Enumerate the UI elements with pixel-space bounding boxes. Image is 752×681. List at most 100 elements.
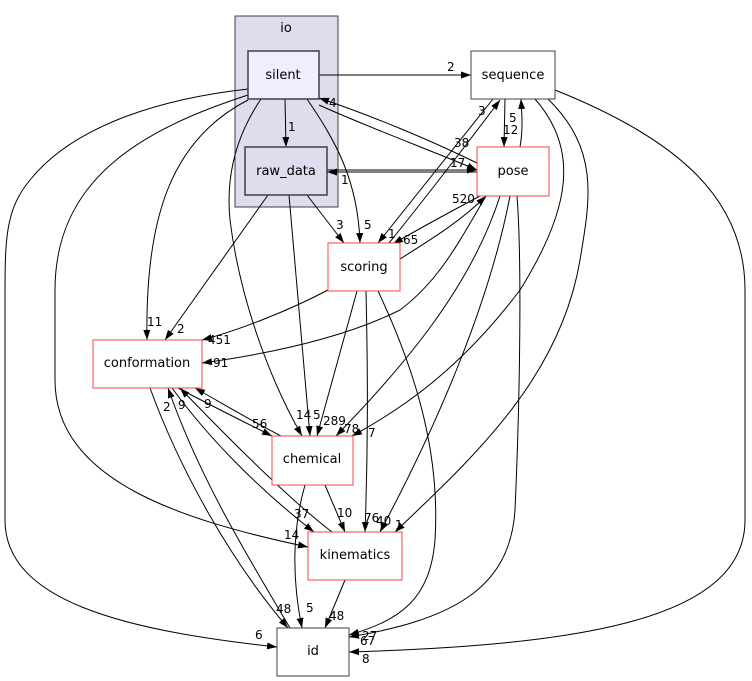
edge-chemical-conformation — [194, 387, 282, 437]
edges: 2 4 1 38 17 1 3 12 5 520 65 1 3 — [4, 60, 746, 666]
edge-label-silent-raw_data: 1 — [288, 120, 296, 134]
edge-label-silent-conformation: 11 — [147, 315, 162, 329]
edge-kinematics-conformation — [179, 387, 333, 533]
node-sequence-label: sequence — [482, 68, 545, 83]
edge-label-silent-id: 6 — [255, 628, 263, 642]
edge-label-sequence-chemical: 7 — [368, 426, 376, 440]
edge-label-raw_data-scoring: 3 — [336, 218, 344, 232]
edge-scoring-conformation — [201, 289, 329, 341]
edge-silent-conformation — [143, 99, 249, 341]
edge-pose-silent — [318, 97, 478, 164]
edge-pose-kinematics — [379, 195, 511, 533]
node-pose-label: pose — [498, 164, 529, 179]
node-chemical-label: chemical — [283, 452, 341, 467]
edge-raw_data-conformation — [164, 194, 269, 341]
edge-label-scoring-kinematics: 76 — [364, 511, 379, 525]
edge-label-pose-chemical: 78 — [344, 422, 359, 436]
node-kinematics-label: kinematics — [320, 548, 391, 563]
node-scoring[interactable]: scoring — [327, 242, 401, 292]
edge-pose-sequence — [518, 98, 526, 148]
node-raw_data-label: raw_data — [256, 164, 316, 179]
edge-label-raw_data-pose: 17 — [450, 156, 465, 170]
edge-silent-scoring — [306, 98, 364, 244]
edge-raw_data-scoring — [306, 194, 345, 244]
edge-label-id-conformation: 2 — [163, 400, 171, 414]
edge-label-chemical-kinematics: 10 — [337, 506, 352, 520]
edge-silent-raw_data — [282, 98, 290, 148]
edge-silent-id — [4, 88, 278, 650]
edge-sequence-pose — [500, 98, 508, 148]
edge-scoring-sequence — [388, 99, 501, 244]
node-conformation-box — [92, 339, 203, 389]
edge-pose-scoring — [392, 195, 481, 245]
edge-pose-id — [348, 195, 521, 639]
edge-pose-chemical — [335, 195, 501, 437]
edge-label-silent-kinematics: 14 — [284, 528, 299, 542]
edge-label-scoring-chemical: 289 — [323, 414, 346, 428]
edge-sequence-kinematics — [394, 98, 589, 533]
edge-pose-conformation — [201, 195, 487, 366]
edge-chemical-id — [294, 484, 306, 629]
node-sequence[interactable]: sequence — [470, 50, 556, 100]
node-sequence-box — [470, 50, 556, 100]
edge-silent-chemical — [228, 98, 303, 437]
node-conformation-label: conformation — [104, 356, 191, 371]
edge-id-conformation — [167, 387, 291, 629]
node-chemical-box — [271, 435, 354, 486]
edge-label-conformation-id: 48 — [276, 602, 291, 616]
cluster-io-label: io — [280, 21, 292, 36]
edge-label-conformation-kinematics: 37 — [294, 507, 309, 521]
edge-scoring-pose — [399, 195, 487, 260]
edge-label-chemical-conformation: 9 — [204, 397, 212, 411]
edge-chemical-kinematics — [324, 484, 346, 533]
node-silent[interactable]: silent — [247, 50, 320, 100]
node-conformation[interactable]: conformation — [92, 339, 203, 389]
edge-label-silent-scoring: 5 — [364, 218, 372, 232]
node-chemical[interactable]: chemical — [271, 435, 354, 486]
edge-label-scoring-conformation: 451 — [208, 333, 231, 347]
edge-sequence-scoring — [377, 98, 494, 244]
edge-label-pose-silent: 4 — [329, 96, 337, 110]
edge-silent-kinematics — [54, 94, 309, 549]
edge-sequence-id — [348, 89, 746, 656]
node-id-label: id — [307, 644, 319, 659]
edge-scoring-chemical — [316, 290, 358, 437]
edge-label-pose-scoring: 65 — [403, 233, 418, 247]
edge-kinematics-id — [324, 579, 346, 629]
edge-label-raw_data-chemical: 5 — [313, 408, 321, 422]
node-silent-label: silent — [265, 68, 300, 83]
edge-label-kinematics-conformation: 9 — [178, 398, 186, 412]
edge-label-pose-sequence: 5 — [509, 111, 517, 125]
edge-scoring-kinematics — [361, 290, 369, 533]
edge-label-scoring-pose: 520 — [452, 192, 475, 206]
edge-label-pose-id: 67 — [360, 634, 375, 648]
edge-label-kinematics-id: 48 — [329, 609, 344, 623]
node-id[interactable]: id — [276, 627, 350, 677]
edge-scoring-id — [348, 290, 437, 636]
node-id-box — [276, 627, 350, 677]
edge-label-sequence-scoring: 1 — [388, 227, 396, 241]
node-raw_data[interactable]: raw_data — [244, 146, 328, 196]
edge-conformation-kinematics — [171, 387, 315, 533]
node-scoring-box — [327, 242, 401, 292]
edge-label-raw_data-conformation: 2 — [177, 322, 185, 336]
edge-silent-pose — [318, 104, 478, 171]
edge-label-sequence-kinematics: 1 — [395, 518, 403, 532]
node-kinematics-box — [307, 531, 403, 581]
edge-label-conformation-chemical: 56 — [252, 417, 267, 431]
node-raw_data-box — [244, 146, 328, 196]
node-silent-box — [247, 50, 320, 100]
edge-label-chemical-id: 5 — [306, 601, 314, 615]
edge-label-pose-conformation: 91 — [213, 356, 228, 370]
edge-label-scoring-sequence: 3 — [478, 104, 486, 118]
edge-conformation-id — [149, 387, 289, 629]
edge-label-pose-raw_data: 1 — [341, 173, 349, 187]
edge-label-pose-kinematics: 40 — [376, 514, 391, 528]
edge-label-silent-sequence: 2 — [447, 60, 455, 74]
node-pose[interactable]: pose — [476, 146, 550, 197]
node-pose-box — [476, 146, 550, 197]
node-kinematics[interactable]: kinematics — [307, 531, 403, 581]
edge-label-sequence-id: 8 — [362, 652, 370, 666]
edge-label-sequence-pose: 12 — [503, 123, 518, 137]
